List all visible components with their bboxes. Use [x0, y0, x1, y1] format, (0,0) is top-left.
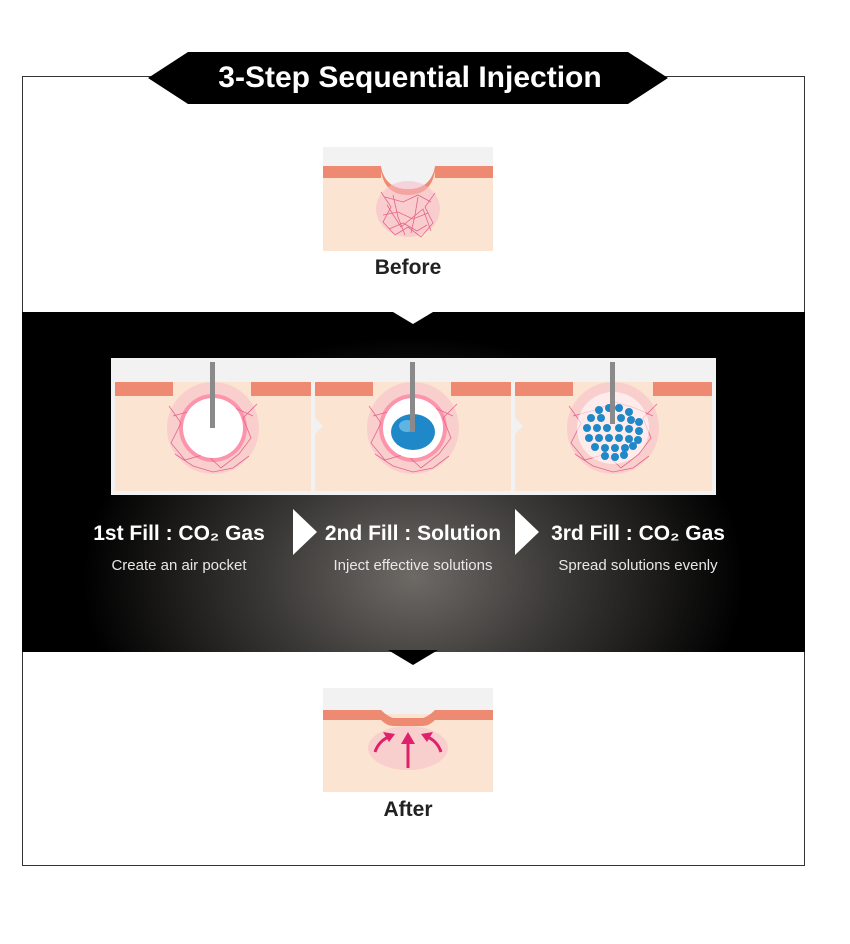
process-illustration — [111, 358, 716, 495]
step-2-title: 2nd Fill : Solution — [324, 522, 502, 545]
panel-step-2 — [315, 362, 511, 491]
step-3-title: 3rd Fill : CO₂ Gas — [551, 522, 725, 545]
caret-down-icon — [388, 309, 438, 324]
before-illustration — [323, 147, 493, 251]
chevron-right-icon — [515, 509, 539, 555]
step-2-subtitle: Inject effective solutions — [333, 557, 493, 574]
title-banner — [148, 52, 668, 104]
step-3-subtitle: Spread solutions evenly — [558, 557, 718, 574]
panel-step-1 — [115, 362, 311, 491]
panel-step-3 — [515, 362, 712, 491]
caret-down-icon — [388, 650, 438, 665]
step-1-subtitle: Create an air pocket — [111, 557, 247, 574]
step-1-title: 1st Fill : CO₂ Gas — [93, 522, 265, 545]
after-label: After — [383, 798, 433, 821]
after-illustration — [323, 688, 493, 792]
chevron-right-icon — [293, 509, 317, 555]
page-title: 3-Step Sequential Injection — [218, 61, 602, 94]
before-label: Before — [374, 256, 442, 279]
